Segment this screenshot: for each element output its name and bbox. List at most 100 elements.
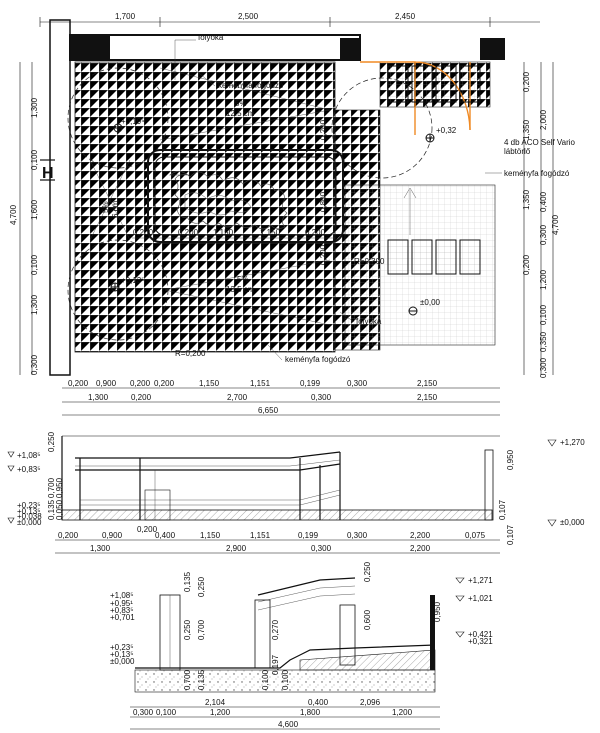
elev-lvl-1: +1,08⁵ xyxy=(17,451,41,460)
label-aco-2: lábtörlő xyxy=(504,147,531,156)
tree-canopy-2 xyxy=(67,239,169,341)
right-dim-6: 4,700 xyxy=(551,214,560,235)
elev-r1-6: 0,199 xyxy=(298,531,319,540)
slope-bottom-pct: 5% xyxy=(237,275,249,284)
left-wall xyxy=(49,19,71,376)
plan-right-dimensions: 0,200 1,350 2,000 1,350 0,400 4,700 0,30… xyxy=(522,62,560,378)
label-aco-1: 4 db ACO Self Vario xyxy=(504,138,576,147)
elev-r1-3: 0,400 xyxy=(155,531,176,540)
elev-vd-7: 0,950 xyxy=(506,449,515,470)
elev-small-dim: 0,200 xyxy=(137,525,158,534)
level-label-1: +0,19⁵ xyxy=(121,117,145,126)
right-dim-8: 0,200 xyxy=(522,254,531,275)
elev-lvl-3: +0,23⁵ xyxy=(17,501,41,510)
plan-total: 6,650 xyxy=(258,406,279,415)
tree-marker-3 xyxy=(425,133,435,143)
elev-r1-1: 0,200 xyxy=(58,531,79,540)
planter-outer xyxy=(147,149,344,243)
elev-r2-3: 0,300 xyxy=(311,544,332,553)
plan-left-dimensions: 1,300 0,100 1,600 4,700 0,100 1,300 0,30… xyxy=(9,62,39,375)
section-right-wall xyxy=(430,595,435,670)
sec-lvl-3: +0,83⁵ xyxy=(110,606,134,615)
plan-paving-area xyxy=(74,61,336,353)
sec-r2-2: 0,100 xyxy=(156,708,177,717)
elevation-bottom-dims: 0,200 0,900 0,400 1,150 1,151 0,199 0,30… xyxy=(55,531,500,554)
elev-r2-2: 2,900 xyxy=(226,544,247,553)
wall-block-left xyxy=(70,35,110,60)
elev-r1-4: 1,150 xyxy=(200,531,221,540)
elev-vd-8: 0,107 xyxy=(506,524,515,545)
section-bottom-dims: 2,104 0,400 2,096 0,300 0,100 1,200 1,80… xyxy=(130,698,440,730)
inner-dim-2: 0,200 xyxy=(178,228,199,237)
right-dim-1: 0,200 xyxy=(522,71,531,92)
right-dim-11: 0,350 xyxy=(539,331,548,352)
section-handrail xyxy=(257,577,356,596)
slope-left-cm: 6 cm xyxy=(111,200,120,218)
elevation-left-levels: +1,08⁵ +0,83⁵ +0,23⁵ +0,13⁵ +0,038 ±0,00… xyxy=(7,451,42,527)
slope-left-pct: 5% xyxy=(101,201,110,213)
elevation-right-post xyxy=(484,449,494,521)
plan-b1-6: 1,151 xyxy=(250,379,271,388)
section-right-levels: +1,271 +1,021 +0,421 +0,321 xyxy=(455,576,493,646)
left-dim-3: 1,600 xyxy=(30,199,39,220)
aco-grates-upper xyxy=(387,65,481,103)
level-label-2: +0,13⁵ xyxy=(121,276,145,285)
left-dim-5: 0,100 xyxy=(30,254,39,275)
plan-top-dim-3: 2,450 xyxy=(395,12,416,21)
elev-r1-5: 1,151 xyxy=(250,531,271,540)
plan-bottom-dimensions: 0,200 0,900 0,200 0,200 1,150 1,151 0,19… xyxy=(62,379,500,416)
sec-r1-1: 2,104 xyxy=(205,698,226,707)
slope-top-pct: 5% xyxy=(235,99,247,108)
section-view: +1,08⁵ +0,95¹ +0,83⁵ +0,701 +0,23⁵ +0,13… xyxy=(110,561,493,730)
right-dim-5: 0,400 xyxy=(539,191,548,212)
inner-dim-3: 1,150 xyxy=(213,228,234,237)
planter-inner xyxy=(154,156,337,236)
elevation-ground xyxy=(61,509,493,521)
sec-r-lvl-4: +0,321 xyxy=(468,637,493,646)
section-vertical-dims: 0,135 0,250 0,250 0,700 0,270 0,250 0,60… xyxy=(183,561,442,690)
planter-vegetation xyxy=(169,171,288,230)
label-handrail-right: keményfa fogódzó xyxy=(504,169,570,178)
sec-r2-1: 0,300 xyxy=(133,708,154,717)
inner-vdim-3: 0,200 xyxy=(319,244,328,265)
plan-top-dim-1: 1,700 xyxy=(115,12,136,21)
handrail-upper xyxy=(75,451,341,459)
sec-vd-11: 0,100 xyxy=(261,669,270,690)
left-dim-7: 0,300 xyxy=(30,354,39,375)
inner-vdim-1: 0,200 xyxy=(319,119,328,140)
elev-lvl-6: ±0,000 xyxy=(17,518,42,527)
plan-b1-4: 0,200 xyxy=(154,379,175,388)
plan-b1-3: 0,200 xyxy=(130,379,151,388)
sec-lvl-4: +0,701 xyxy=(110,613,135,622)
sec-r1-3: 2,096 xyxy=(360,698,381,707)
sec-vd-1: 0,135 xyxy=(183,571,192,592)
elevation-view: +1,08⁵ +0,83⁵ +0,23⁵ +0,13⁵ +0,038 ±0,00… xyxy=(7,431,585,554)
elev-r1-2: 0,900 xyxy=(102,531,123,540)
level-label-4: ±0,00 xyxy=(420,298,441,307)
sec-vd-12: 0,197 xyxy=(271,654,280,675)
sec-r-lvl-3: +0,421 xyxy=(468,630,493,639)
sec-lvl-5: +0,23⁵ xyxy=(110,643,134,652)
sec-r-lvl-1: +1,271 xyxy=(468,576,493,585)
sec-r2-5: 1,200 xyxy=(392,708,413,717)
sec-vd-6: 0,250 xyxy=(363,561,372,582)
left-dim-6: 1,300 xyxy=(30,294,39,315)
label-handrail-top: keményfa fogódzó xyxy=(218,81,284,90)
section-left-levels: +1,08⁵ +0,95¹ +0,83⁵ +0,701 +0,23⁵ +0,13… xyxy=(110,591,135,666)
sec-vd-9: 0,700 xyxy=(183,669,192,690)
section-soil xyxy=(134,669,436,693)
elev-vd-2: 0,950 xyxy=(55,477,64,498)
plan-b1-5: 1,150 xyxy=(199,379,220,388)
elev-vd-6: 0,107 xyxy=(498,499,507,520)
elev-r1-7: 0,300 xyxy=(347,531,368,540)
label-folyoka-bottom: folyóka xyxy=(356,317,382,326)
section-mark: H xyxy=(42,165,54,182)
elev-r2-4: 2,200 xyxy=(410,544,431,553)
slope-bottom-cm: 13.5 cm xyxy=(226,285,255,294)
sec-lvl-6: +0,13⁵ xyxy=(110,650,134,659)
left-dim-1: 1,300 xyxy=(30,97,39,118)
right-dim-12: 0,300 xyxy=(539,357,548,378)
right-dim-4: 1,350 xyxy=(522,189,531,210)
tree-canopy-1 xyxy=(67,67,169,169)
